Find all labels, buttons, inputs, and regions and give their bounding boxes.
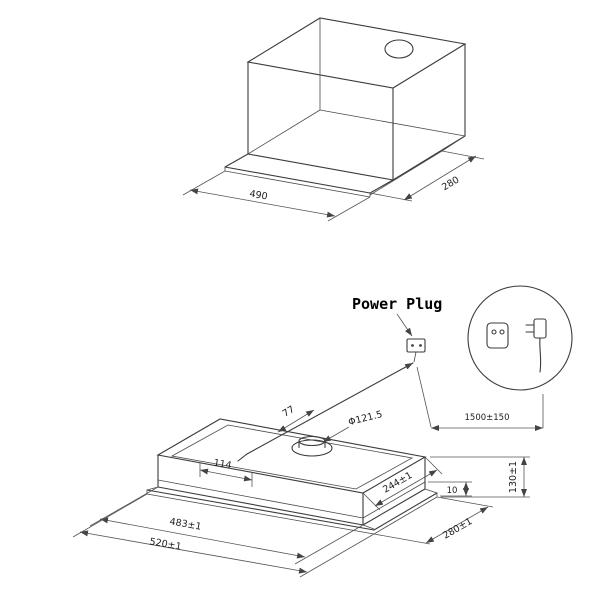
plug-detail-circle — [467, 285, 573, 391]
hood-top-inset — [170, 424, 414, 490]
dim-label-lip: 10 — [447, 486, 458, 496]
plug-face-view — [486, 322, 509, 349]
dim-label-width: 490 — [249, 189, 269, 203]
hood-figure: 114 244±1 10 130±1 483±1 — [72, 285, 573, 578]
duct-collar — [291, 435, 333, 457]
dim-label-body-width: 483±1 — [169, 516, 203, 532]
dim-280-bottom: 280±1 — [373, 496, 494, 545]
dim-label-inner-width: 114 — [213, 458, 233, 472]
dim-520: 520±1 — [72, 493, 375, 578]
dim-label-duct-diameter: Φ121.5 — [347, 409, 383, 428]
power-cord — [237, 362, 414, 462]
dim-label-height: 130±1 — [508, 461, 519, 493]
box-top-face — [246, 17, 467, 89]
dim-114: 114 — [199, 458, 253, 487]
dim-130: 130±1 — [430, 456, 530, 498]
dim-280-top: 280 — [369, 150, 485, 202]
cutout-box-figure: 490 280 — [182, 17, 485, 222]
dim-label-total-width: 520±1 — [149, 536, 183, 552]
dim-label-depth: 280 — [440, 174, 461, 193]
dim-490: 490 — [182, 170, 371, 222]
dim-label-cord-length: 1500±150 — [465, 413, 510, 423]
dim-duct-diameter: Φ121.5 — [322, 409, 384, 443]
dim-10: 10 — [428, 481, 472, 497]
dim-483: 483±1 — [89, 486, 364, 565]
plug-side-view — [525, 318, 547, 373]
dim-label-depth: 280±1 — [441, 516, 474, 542]
dim-1500: 1500±150 — [416, 366, 544, 431]
power-plug-icon — [406, 338, 426, 363]
vent-hole — [384, 39, 414, 59]
power-plug-callout: Power Plug — [352, 295, 442, 337]
dim-label-top-depth: 244±1 — [381, 470, 414, 496]
dim-label-cord-offset: 77 — [281, 404, 297, 420]
power-plug-label: Power Plug — [352, 295, 442, 313]
dim-77: 77 — [277, 404, 315, 433]
